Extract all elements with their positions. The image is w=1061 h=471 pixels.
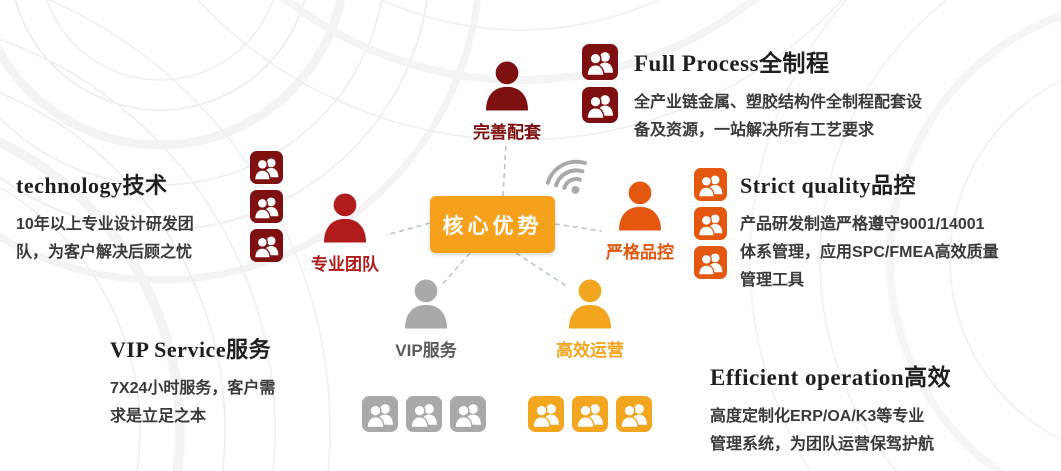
people-group-icon [250,190,283,223]
core-advantage-box: 核心优势 [430,196,555,253]
person-icon [562,276,618,332]
people-group-icon [250,229,283,262]
section-technology: technology技术 10年以上专业设计研发团 队，为客户解决后顾之忧 [16,168,246,267]
section-title: Full Process全制程 [634,51,830,76]
node-strict-quality: 严格品控 [592,178,688,263]
people-group-icon [362,396,398,432]
people-group-icon [406,396,442,432]
people-group-icon [582,44,618,80]
section-full-process: Full Process全制程 全产业链金属、塑胶结构件全制程配套设 备及资源，… [634,44,964,145]
people-group-icon [528,396,564,432]
people-group-icon [616,396,652,432]
node-complete-support: 完善配套 [459,58,555,143]
team-icon-stack-top-right [582,44,618,123]
people-group-icon [572,396,608,432]
section-body: 产品研发制造严格遵守9001/14001 体系管理，应用SPC/FMEA高效质量… [740,216,999,289]
team-icon-stack-right [694,168,727,279]
people-group-icon [694,168,727,201]
node-label: 严格品控 [606,243,674,262]
node-efficient-operation: 高效运营 [542,276,638,361]
node-professional-team: 专业团队 [297,190,393,275]
team-icon-stack-left [250,151,283,262]
people-group-icon [582,87,618,123]
people-group-icon [250,151,283,184]
node-vip-service: VIP服务 [378,276,474,361]
people-group-icon [694,207,727,240]
node-label: 高效运营 [556,341,624,360]
section-body: 全产业链金属、塑胶结构件全制程配套设 备及资源，一站解决所有工艺要求 [634,94,923,139]
section-body: 10年以上专业设计研发团 队，为客户解决后顾之忧 [16,216,194,261]
section-title: Efficient operation高效 [710,365,952,390]
section-title: technology技术 [16,173,168,198]
people-group-icon [694,246,727,279]
node-label: VIP服务 [395,341,457,360]
section-vip-service: VIP Service服务 7X24小时服务，客户需 求是立足之本 [110,332,340,431]
section-body: 高度定制化ERP/OA/K3等专业 管理系统，为团队运营保驾护航 [710,408,935,453]
person-icon [612,178,668,234]
team-icon-row-orange [528,396,652,432]
node-label: 完善配套 [473,123,541,142]
people-group-icon [450,396,486,432]
section-title: Strict quality品控 [740,173,917,198]
team-icon-row-gray [362,396,486,432]
person-icon [398,276,454,332]
node-label: 专业团队 [311,255,379,274]
section-efficient-operation: Efficient operation高效 高度定制化ERP/OA/K3等专业 … [710,358,1010,459]
section-title: VIP Service服务 [110,337,272,362]
section-body: 7X24小时服务，客户需 求是立足之本 [110,380,276,425]
person-icon [479,58,535,114]
section-strict-quality: Strict quality品控 产品研发制造严格遵守9001/14001 体系… [740,168,1030,295]
person-icon [317,190,373,246]
